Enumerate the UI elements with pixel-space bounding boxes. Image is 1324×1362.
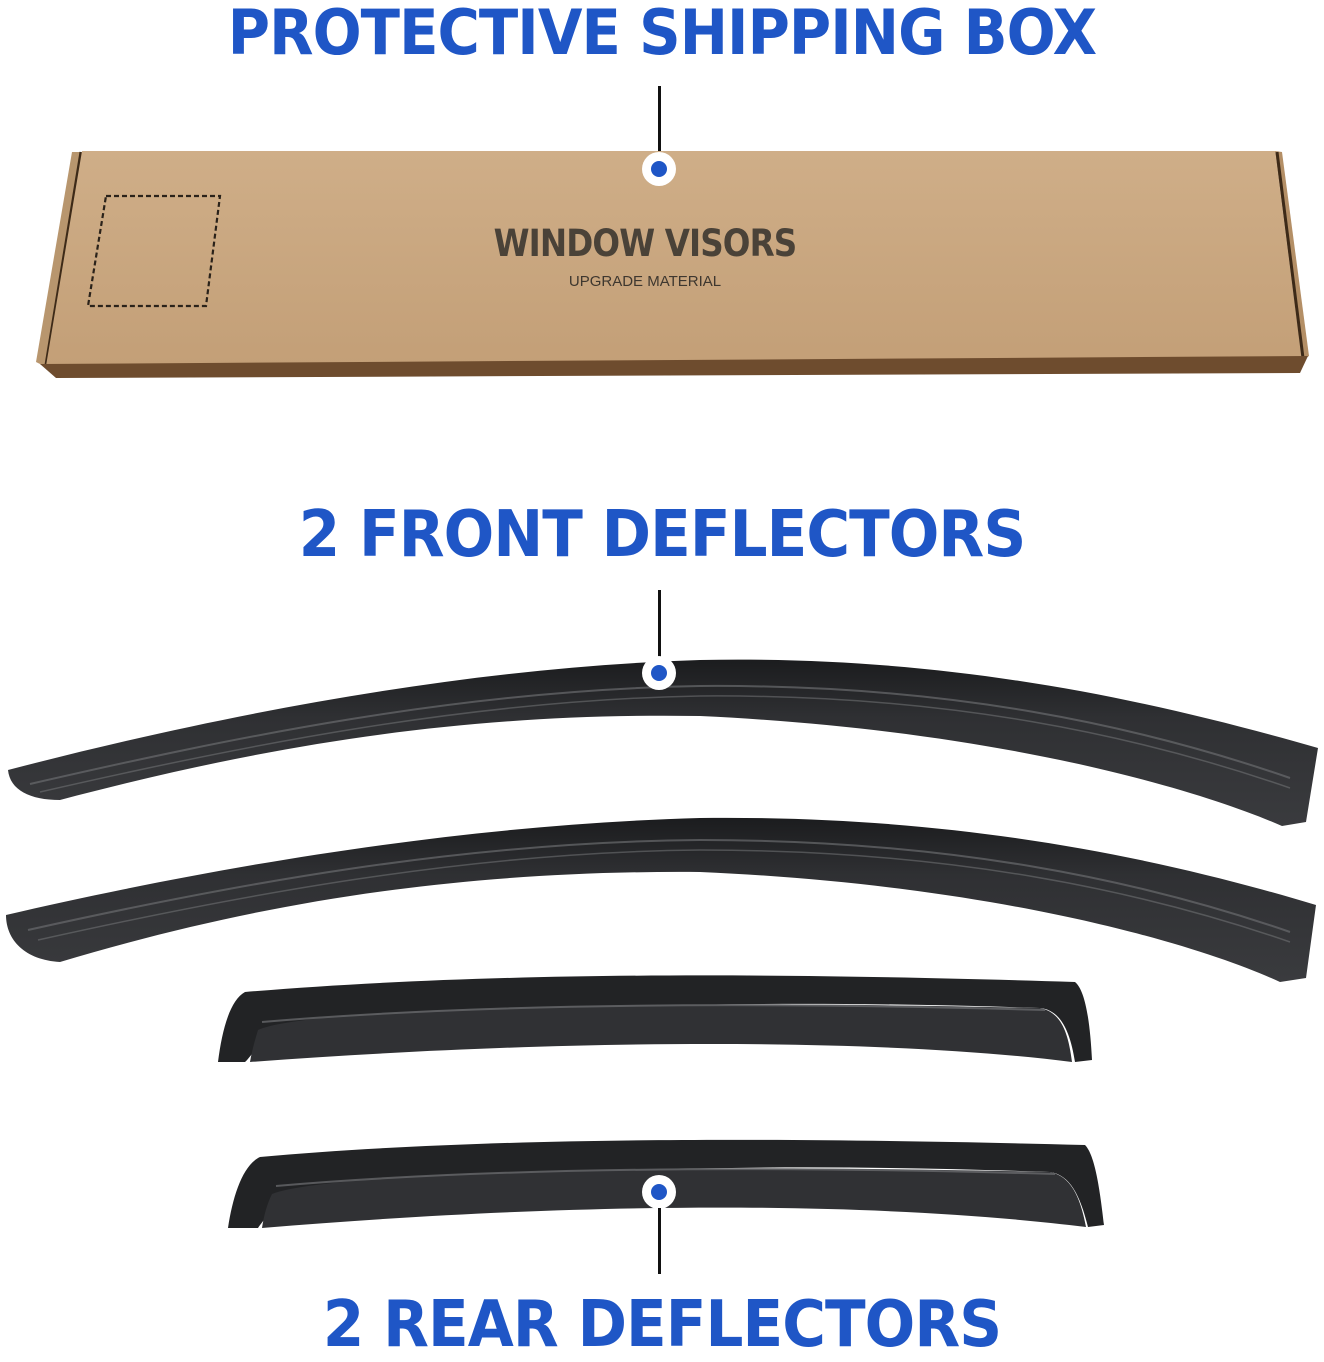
- box-label-main: WINDOW VISORS: [493, 222, 798, 265]
- leader-line-rear: [658, 1208, 661, 1274]
- marker-dot-front: [642, 656, 676, 690]
- heading-shipping-box: PROTECTIVE SHIPPING BOX: [227, 0, 1097, 69]
- box-label-sub: UPGRADE MATERIAL: [568, 273, 722, 290]
- leader-line-box: [658, 86, 661, 156]
- shipping-box: [36, 151, 1309, 378]
- front-deflector-1: [8, 659, 1318, 826]
- marker-dot-rear: [642, 1175, 676, 1209]
- heading-front-deflectors: 2 FRONT DEFLECTORS: [298, 498, 1026, 572]
- front-deflector-2: [6, 817, 1316, 982]
- marker-dot-box: [642, 152, 676, 186]
- heading-rear-deflectors: 2 REAR DEFLECTORS: [322, 1288, 1002, 1362]
- leader-line-front: [658, 590, 661, 658]
- rear-deflector-1: [218, 975, 1092, 1062]
